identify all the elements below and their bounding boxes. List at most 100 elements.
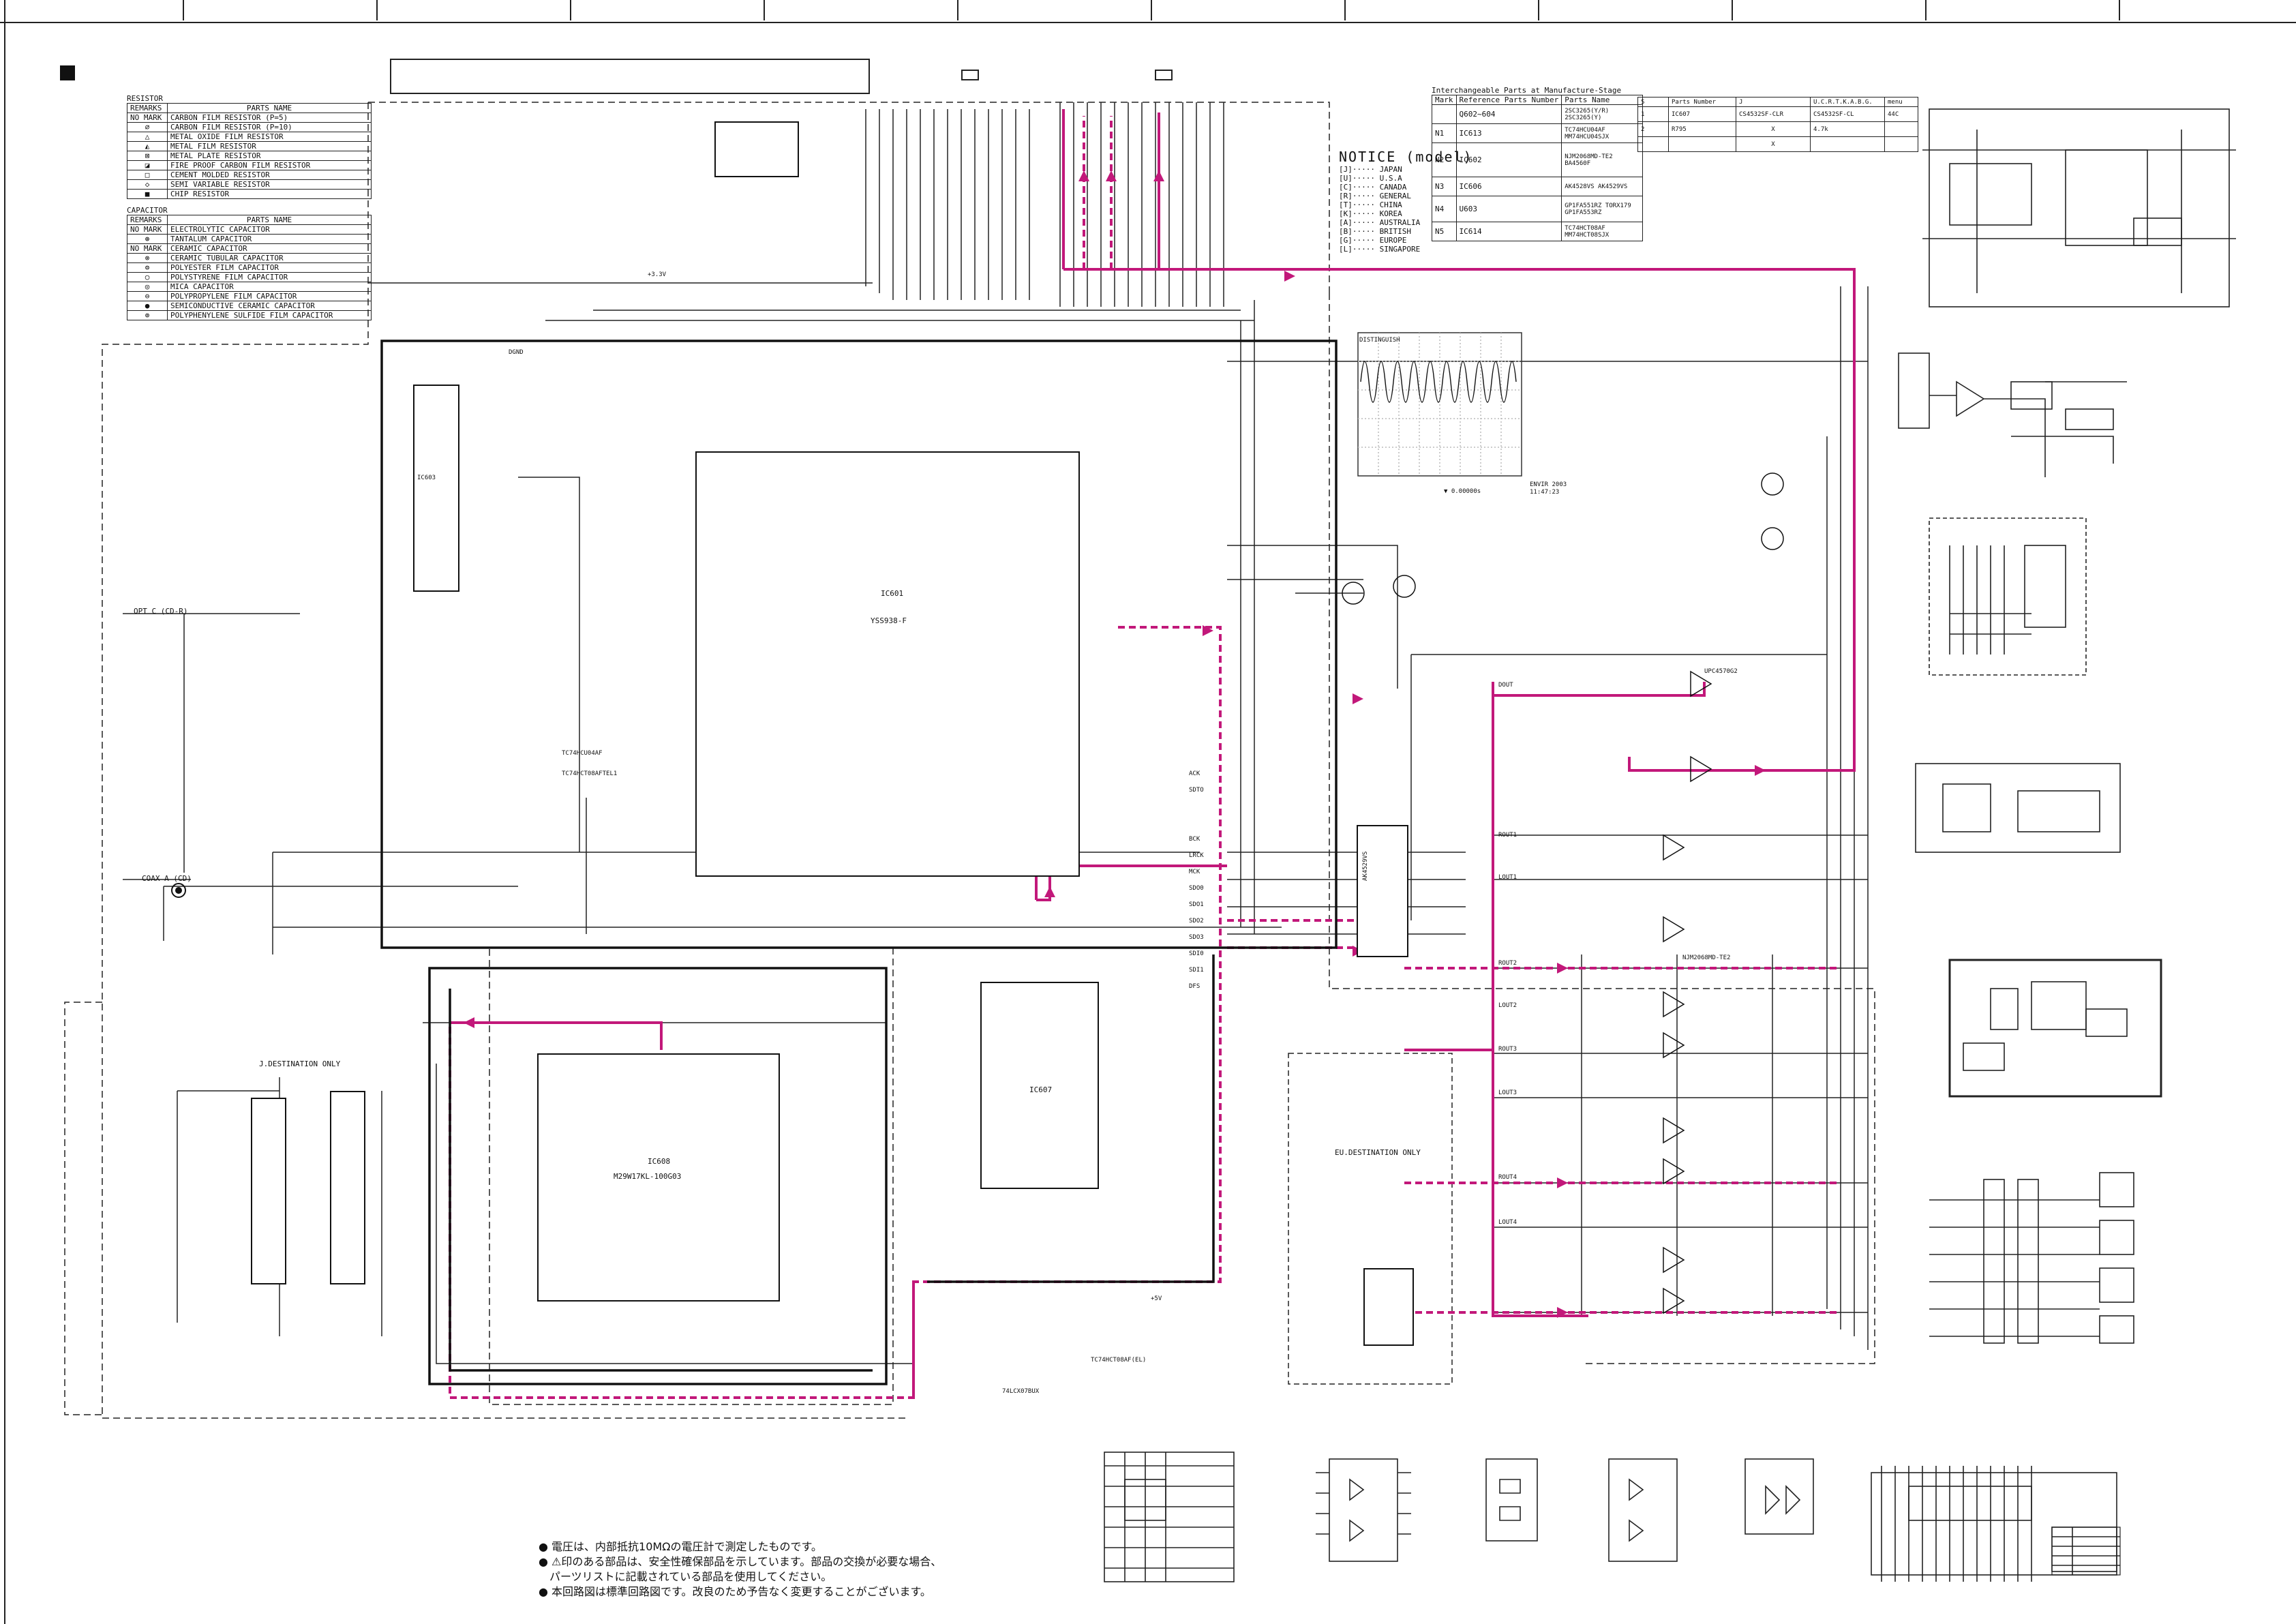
net-label: DOUT [1498, 682, 1513, 689]
left-ruler [0, 0, 5, 1624]
notice-item: [R]····· GENERAL [1339, 192, 1411, 200]
bus-horizontal [368, 282, 1868, 934]
eu-dest-chip [1363, 1268, 1414, 1346]
table-header: Parts Name [1561, 95, 1644, 105]
notice-item: [A]····· AUSTRALIA [1339, 218, 1421, 227]
notice-item: [K]····· KOREA [1339, 209, 1402, 218]
coax-connector [171, 883, 186, 898]
ic608-part: M29W17KL-100G03 [614, 1172, 682, 1181]
pinout-thumb-2 [1316, 1458, 1411, 1562]
transistor [1761, 527, 1784, 550]
dram-outline [428, 967, 888, 1385]
capacitor-legend-title: CAPACITOR [127, 206, 168, 215]
mid-wiring [1227, 545, 1827, 935]
pinout-thumb-4 [1608, 1458, 1678, 1562]
dram-ref: IC603 [417, 475, 436, 481]
ic601-part: YSS938-F [871, 616, 907, 625]
header-cell [376, 0, 571, 20]
legend-name: POLYPHENYLENE SULFIDE FILM CAPACITOR [167, 310, 372, 320]
header-cell [1344, 0, 1539, 20]
left-inputs [123, 613, 300, 880]
footnote-line: ● 電圧は、内部抵抗10MΩの電圧計で測定したものです。 [539, 1540, 822, 1553]
legend-mark: ■ [127, 189, 168, 199]
legend-name: POLYESTER FILM CAPACITOR [167, 262, 372, 273]
signal-path-dac [1492, 682, 1706, 1317]
net-label: SDO3 [1189, 934, 1204, 941]
net-label: SDO1 [1189, 901, 1204, 908]
net-label: LOUT4 [1498, 1219, 1517, 1226]
footnote-line: パーツリストに記載されている部品を使用してください。 [539, 1570, 832, 1583]
net-label: SDI0 [1189, 950, 1204, 957]
dram-chip: IC603 [413, 385, 459, 592]
bus-top [865, 109, 1030, 300]
table-cell: N5 [1432, 222, 1457, 241]
net-label: LOUT2 [1498, 1002, 1517, 1009]
net-label: LOUT3 [1498, 1089, 1517, 1096]
legend-name: METAL OXIDE FILM RESISTOR [167, 132, 372, 142]
signal-path-solid [450, 1021, 915, 1398]
table-cell: TC74HCT08AF MM74HCT08SJX [1561, 222, 1644, 241]
transistor [1761, 472, 1784, 496]
rom-chip [330, 1091, 365, 1284]
transistor [1342, 582, 1365, 605]
header-cell [1732, 0, 1927, 20]
signal-arrow [1078, 170, 1089, 181]
table-cell: AK4528VS AK4529VS [1561, 177, 1644, 196]
notice-title: NOTICE (model) [1339, 149, 1473, 165]
power-rail-outline [380, 340, 1338, 949]
signal-arrow [1557, 1307, 1568, 1318]
signal-path-dashed [1404, 967, 1841, 1314]
table-cell: Q602~604 [1455, 104, 1562, 124]
legend-header: REMARKS [127, 215, 168, 225]
opamp [1690, 755, 1712, 783]
table-cell: NJM2068MD-TE2 BA4560F [1561, 142, 1644, 177]
oscillo-label: DISTINGUISH [1359, 337, 1400, 344]
interchangeable-grid: Mark Reference Parts Number Parts Name Q… [1432, 95, 1644, 241]
bus-thick [927, 954, 1215, 1283]
output-vertical [1492, 695, 1773, 1316]
oscillo-readout: ▼ 0.00000s [1444, 488, 1481, 495]
module-thumb-3 [1929, 517, 2087, 676]
legend-header: PARTS NAME [167, 103, 372, 113]
table-cell: N2 [1432, 142, 1457, 177]
interchangeable-title: Interchangeable Parts at Manufacture-Sta… [1432, 86, 1622, 95]
opamp [1663, 1287, 1685, 1314]
net-label: DFS [1189, 983, 1200, 990]
header-cell [764, 0, 958, 20]
ic613-label: TC74HCU04AF [562, 750, 603, 757]
connector-box [1155, 70, 1173, 80]
oscillo-frame [1357, 332, 1522, 477]
title-box [390, 59, 870, 94]
revision-table: S Parts Number J U.C.R.T.K.A.B.G. menu 1… [1637, 97, 1918, 152]
net-label: ACK [1189, 770, 1200, 777]
net-label: MCK [1189, 869, 1200, 875]
section-marker [60, 65, 75, 80]
table-cell: TC74HCU04AF MM74HCU04SJX [1561, 123, 1644, 143]
header-cell [1538, 0, 1733, 20]
transistor [1393, 575, 1416, 598]
board-outline [64, 102, 1875, 1419]
signal-arrow [1284, 271, 1295, 282]
dram-inner [449, 989, 873, 1372]
header-cell [183, 0, 378, 20]
net-label: SDI1 [1189, 967, 1204, 974]
ic619-label: 74LCX07BUX [1002, 1388, 1040, 1395]
header-cell [570, 0, 765, 20]
opamp [1663, 1032, 1685, 1059]
signal-arrow [1203, 625, 1213, 636]
ic606-part: AK4529VS [1362, 851, 1369, 881]
net-label: ROUT4 [1498, 1174, 1517, 1181]
signal-arrow [1557, 1177, 1568, 1188]
module-thumb-6 [1929, 1172, 2134, 1344]
opamp [1690, 670, 1712, 697]
notice-item: [T]····· CHINA [1339, 200, 1402, 209]
pinout-thumb-5 [1744, 1458, 1814, 1535]
supply-label: +3.3V [648, 271, 667, 278]
ic615-label: TC74HCT08AF(EL) [1091, 1357, 1147, 1364]
module-thumb-4 [1915, 763, 2121, 853]
eu-dest-label: EU.DESTINATION ONLY [1335, 1148, 1421, 1157]
net-label: ROUT3 [1498, 1046, 1517, 1053]
